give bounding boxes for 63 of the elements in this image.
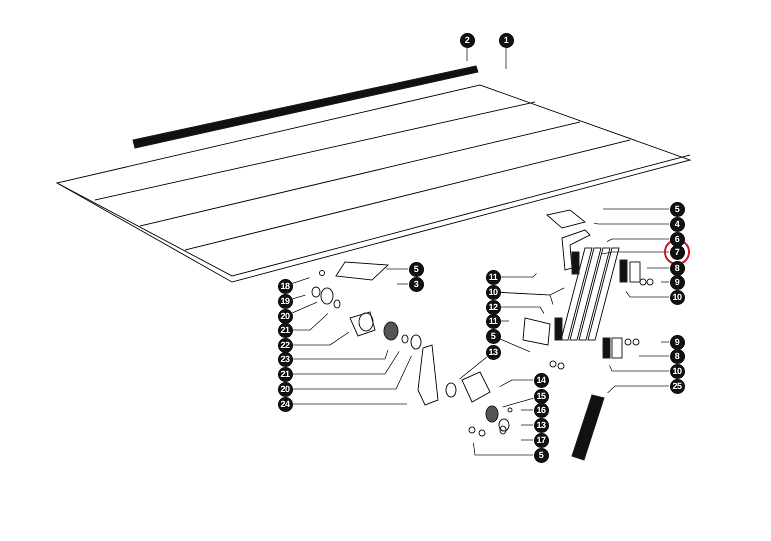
leader-line — [500, 338, 530, 352]
leader-line — [500, 306, 544, 314]
callout-number: 5 — [670, 202, 684, 216]
leader-line — [607, 386, 670, 394]
leader-line — [609, 365, 670, 372]
callout-number: 21 — [278, 322, 292, 338]
callout-number: 19 — [278, 294, 292, 308]
callout-number: 15 — [534, 388, 548, 404]
callout-number: 10 — [670, 364, 684, 378]
leader-line — [594, 222, 670, 224]
callout-number: 9 — [670, 334, 684, 350]
leader-line — [500, 292, 554, 305]
callout-number: 5 — [486, 328, 500, 344]
callout-number: 17 — [534, 432, 548, 448]
leader-line — [602, 252, 670, 254]
callout-number: 6 — [670, 232, 684, 246]
leader-line — [292, 350, 400, 374]
callout-number: 13 — [534, 418, 548, 432]
callout-number: 18 — [278, 278, 292, 294]
leader-line — [466, 48, 468, 62]
leader-line — [386, 268, 408, 270]
leader-line — [292, 313, 328, 330]
leader-line — [500, 273, 537, 278]
callout-number: 8 — [670, 348, 684, 364]
leader-line — [500, 320, 510, 322]
callout-number: 20 — [278, 308, 292, 324]
callout-number: 16 — [534, 402, 548, 418]
callout-number: 4 — [670, 216, 684, 232]
leader-line — [292, 356, 412, 390]
callout-number: 24 — [278, 396, 292, 412]
callout-number: 12 — [486, 300, 500, 314]
callout-number: 5 — [534, 448, 548, 462]
callout-number: 2 — [460, 32, 474, 48]
callout-number: 11 — [486, 314, 500, 328]
callout-number: 14 — [534, 372, 548, 388]
leader-line — [292, 294, 306, 300]
callout-number: 10 — [670, 290, 684, 304]
callout-number: 11 — [486, 270, 500, 284]
leader-line — [520, 424, 534, 426]
leader-line — [292, 350, 388, 360]
callout-number: 13 — [486, 344, 500, 360]
leader-line — [626, 291, 670, 298]
leader-line — [473, 442, 534, 456]
callout-number: 9 — [670, 274, 684, 290]
leader-line — [292, 302, 318, 314]
callout-number: 8 — [670, 260, 684, 276]
callout-number: 5 — [408, 262, 424, 276]
callout-number: 20 — [278, 382, 292, 396]
callout-number: 7 — [670, 244, 684, 260]
leader-line — [499, 380, 534, 388]
leader-line — [602, 208, 670, 210]
leader-line — [459, 356, 488, 380]
callout-number: 21 — [278, 366, 292, 382]
callout-number: 10 — [486, 284, 500, 300]
callout-number: 1 — [498, 32, 514, 48]
leader-line — [292, 332, 350, 346]
leader-line — [502, 398, 534, 408]
callout-number: 23 — [278, 352, 292, 366]
leader-line — [606, 238, 670, 242]
callout-number: 22 — [278, 338, 292, 352]
leader-line — [292, 277, 310, 284]
callout-number: 3 — [408, 276, 424, 292]
callout-number: 25 — [670, 378, 684, 394]
